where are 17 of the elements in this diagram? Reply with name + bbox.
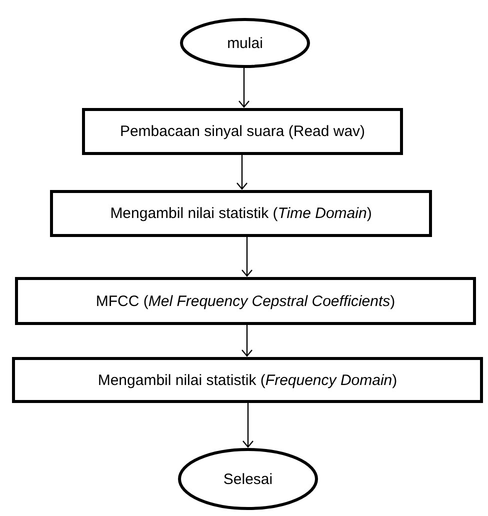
- process-box: [15, 277, 476, 325]
- terminal-ellipse: [180, 18, 310, 68]
- arrow: [238, 68, 250, 108]
- node-label: MFCC (Mel Frequency Cepstral Coefficients): [96, 292, 396, 310]
- process-box: [12, 357, 483, 403]
- node-label: Pembacaan sinyal suara (Read wav): [120, 123, 366, 140]
- arrow: [241, 237, 253, 277]
- arrow: [242, 403, 254, 448]
- arrow: [236, 155, 248, 190]
- node-label: Mengambil nilai statistik (Time Domain): [110, 205, 372, 222]
- arrow: [241, 325, 253, 357]
- terminal-ellipse: [178, 448, 318, 510]
- node-label: Selesai: [223, 470, 273, 488]
- node-label: mulai: [227, 34, 263, 52]
- node-label: Mengambil nilai statistik (Frequency Domain): [98, 372, 398, 388]
- process-box: [50, 190, 432, 237]
- process-box: [82, 108, 403, 155]
